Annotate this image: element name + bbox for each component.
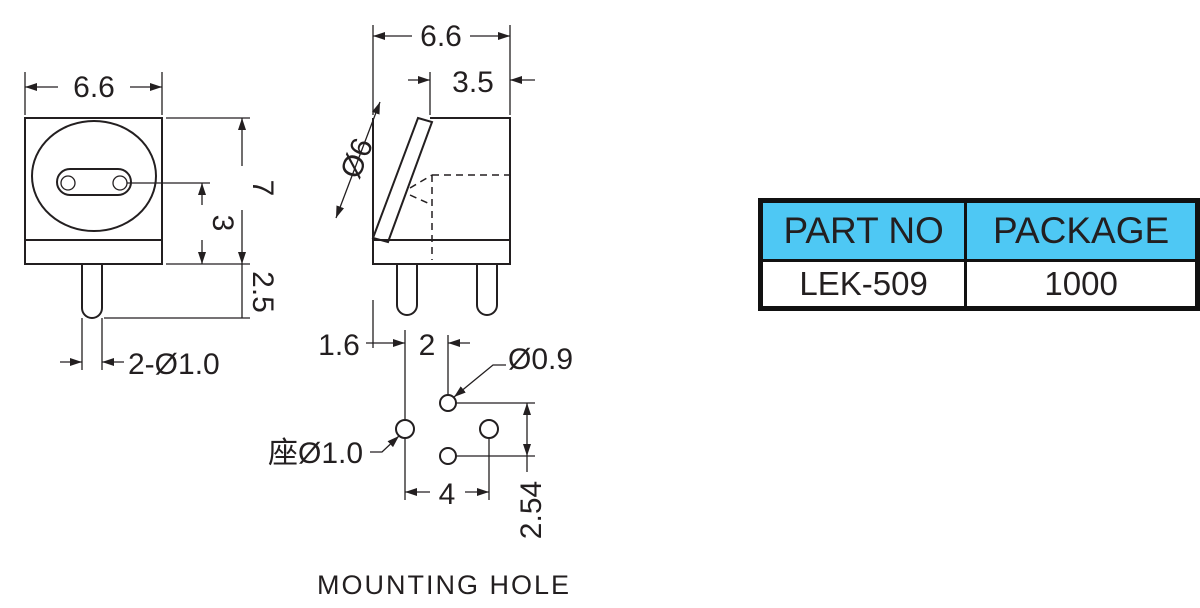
front-hole-left bbox=[60, 175, 76, 191]
mounting-hole-view: 1.6 2 Ø0.9 座Ø1.0 4 2.54 MOUNTING HOLE bbox=[268, 300, 573, 600]
side-hidden-line bbox=[409, 174, 433, 189]
mount-seat-hole-dim: 座Ø1.0 bbox=[268, 437, 363, 470]
front-socket-opening bbox=[56, 168, 132, 196]
side-hidden-line bbox=[409, 194, 433, 206]
front-view: 6.6 7 3 2.5 2-Ø1.0 bbox=[24, 71, 279, 381]
mount-vertical-pitch-dim: 2.54 bbox=[515, 481, 548, 539]
hole-bottom bbox=[439, 447, 457, 465]
table-header-package: PACKAGE bbox=[964, 199, 1199, 262]
front-pin-length-dim: 2.5 bbox=[246, 271, 279, 313]
hole-right bbox=[479, 419, 499, 439]
table-header-row: PART NO PACKAGE bbox=[758, 199, 1199, 262]
side-tilted-lamp bbox=[371, 116, 434, 244]
side-pin-right bbox=[476, 264, 498, 316]
hole-top bbox=[439, 394, 457, 412]
seat-hole bbox=[395, 419, 415, 439]
front-height-dim: 7 bbox=[246, 180, 279, 197]
side-view: 6.6 3.5 Ø6 bbox=[334, 20, 535, 316]
front-lamp-circle bbox=[31, 120, 157, 232]
table-header-part-no: PART NO bbox=[758, 199, 968, 262]
leader-line bbox=[453, 364, 506, 398]
front-hole-right bbox=[112, 175, 128, 191]
front-hole-height-dim: 3 bbox=[206, 215, 239, 232]
front-pin bbox=[81, 264, 103, 319]
mount-left-offset-dim: 1.6 bbox=[318, 329, 360, 362]
side-body-outline bbox=[372, 117, 511, 265]
table-row: LEK-509 1000 bbox=[758, 259, 1199, 310]
mount-pitch-dim: 4 bbox=[439, 478, 456, 511]
leader-line bbox=[370, 435, 400, 453]
mount-small-hole-dim: Ø0.9 bbox=[508, 343, 573, 376]
front-pin-diameter-dim: 2-Ø1.0 bbox=[128, 348, 220, 381]
side-width-dim: 6.6 bbox=[420, 20, 462, 53]
part-spec-table: PART NO PACKAGE LEK-509 1000 bbox=[758, 198, 1200, 311]
front-width-dim: 6.6 bbox=[73, 71, 115, 104]
side-offset-dim: 3.5 bbox=[452, 66, 494, 99]
table-cell-part-no: LEK-509 bbox=[758, 259, 968, 310]
table-cell-package: 1000 bbox=[964, 259, 1199, 310]
front-body-outline bbox=[24, 117, 163, 265]
mounting-hole-caption: MOUNTING HOLE bbox=[317, 570, 571, 600]
dim-line bbox=[335, 101, 381, 219]
mount-spacing-dim: 2 bbox=[419, 329, 436, 362]
side-pin-left bbox=[396, 264, 418, 316]
